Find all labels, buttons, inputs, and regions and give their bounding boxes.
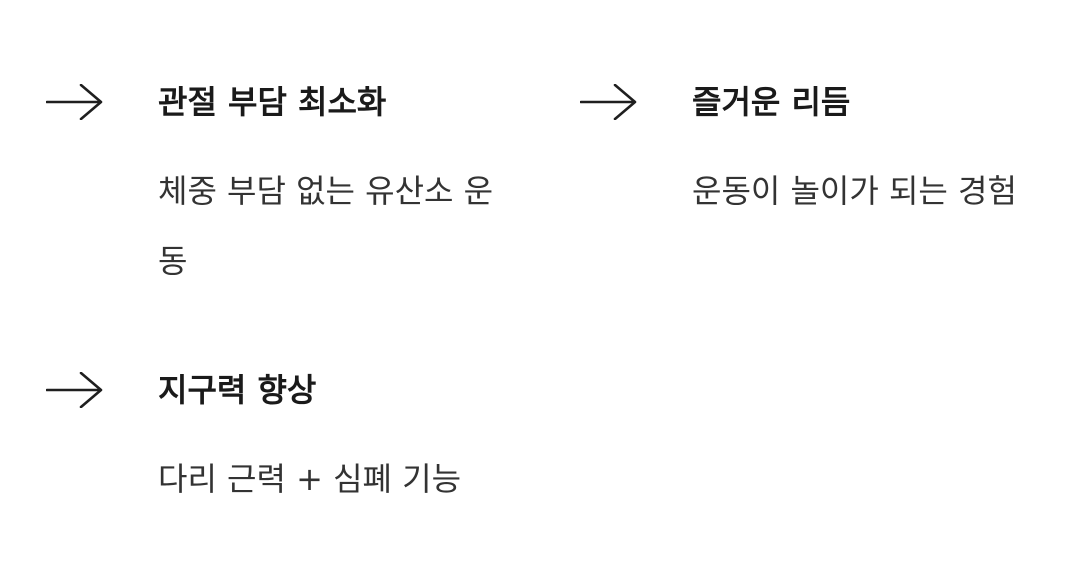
arrow-right-icon xyxy=(46,372,104,408)
feature-description: 체중 부담 없는 유산소 운동 xyxy=(158,172,494,280)
feature-title: 지구력 향상 xyxy=(158,371,317,409)
feature-description: 운동이 놀이가 되는 경험 xyxy=(692,172,1017,210)
feature-description: 다리 근력 + 심폐 기능 xyxy=(158,460,462,498)
feature-title: 즐거운 리듬 xyxy=(692,83,851,121)
arrow-right-icon xyxy=(46,84,104,120)
feature-title: 관절 부담 최소화 xyxy=(158,83,387,121)
arrow-right-icon xyxy=(580,84,638,120)
